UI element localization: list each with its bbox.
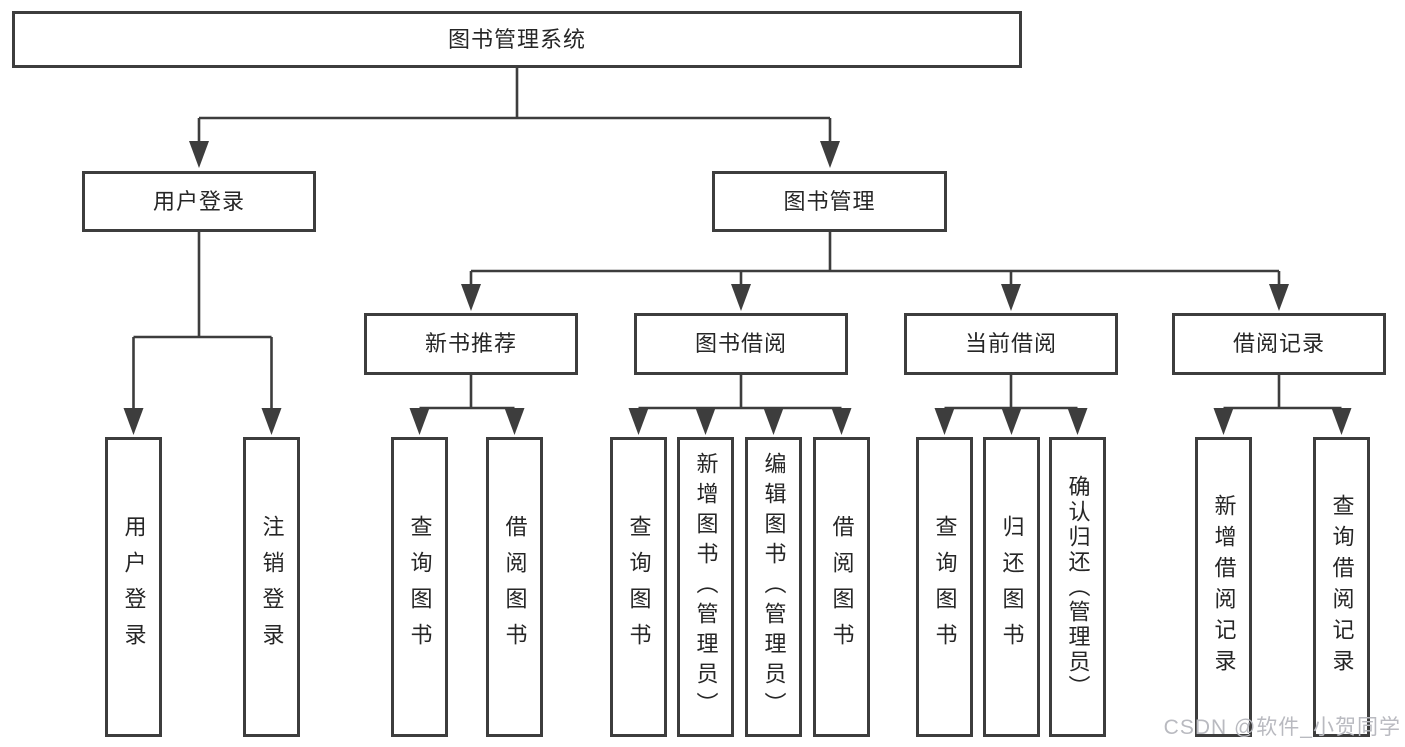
arrowhead bbox=[763, 408, 784, 435]
arrowhead bbox=[1067, 408, 1088, 435]
leaf-logout: 注销登录 bbox=[243, 437, 300, 737]
arrowhead bbox=[1001, 284, 1021, 311]
node-book-management: 图书管理 bbox=[712, 171, 947, 232]
arrowhead bbox=[409, 408, 430, 435]
leaf-current-query-books: 查询图书 bbox=[916, 437, 973, 737]
leaf-recommend-query-books: 查询图书 bbox=[391, 437, 448, 737]
arrowhead bbox=[820, 141, 840, 168]
arrowhead bbox=[123, 408, 144, 435]
arrowhead bbox=[261, 408, 282, 435]
node-user-login-group: 用户登录 bbox=[82, 171, 316, 232]
arrowhead bbox=[1331, 408, 1352, 435]
leaf-add-book-admin: 新增图书（管理员） bbox=[677, 437, 734, 737]
leaf-add-borrow-record: 新增借阅记录 bbox=[1195, 437, 1252, 737]
arrowhead bbox=[1213, 408, 1234, 435]
arrowhead bbox=[934, 408, 955, 435]
leaf-borrowing-query-books: 查询图书 bbox=[610, 437, 667, 737]
node-new-book-recommendation: 新书推荐 bbox=[364, 313, 578, 375]
arrowhead bbox=[461, 284, 481, 311]
node-borrowing-records: 借阅记录 bbox=[1172, 313, 1386, 375]
leaf-query-borrow-record: 查询借阅记录 bbox=[1313, 437, 1370, 737]
arrowhead bbox=[831, 408, 852, 435]
leaf-user-login: 用户登录 bbox=[105, 437, 162, 737]
arrowhead bbox=[189, 141, 209, 168]
node-current-borrowing: 当前借阅 bbox=[904, 313, 1118, 375]
arrowhead bbox=[731, 284, 751, 311]
arrowhead bbox=[628, 408, 649, 435]
arrowhead bbox=[695, 408, 716, 435]
node-root-system: 图书管理系统 bbox=[12, 11, 1022, 68]
arrowhead bbox=[1269, 284, 1289, 311]
leaf-borrowing-borrow-books: 借阅图书 bbox=[813, 437, 870, 737]
arrowhead bbox=[1001, 408, 1022, 435]
leaf-edit-book-admin: 编辑图书（管理员） bbox=[745, 437, 802, 737]
leaf-recommend-borrow-books: 借阅图书 bbox=[486, 437, 543, 737]
node-book-borrowing: 图书借阅 bbox=[634, 313, 848, 375]
arrowhead bbox=[504, 408, 525, 435]
leaf-confirm-return-admin: 确认归还（管理员） bbox=[1049, 437, 1106, 737]
csdn-watermark: CSDN @软件_小贺同学 bbox=[1163, 716, 1401, 739]
leaf-return-books: 归还图书 bbox=[983, 437, 1040, 737]
